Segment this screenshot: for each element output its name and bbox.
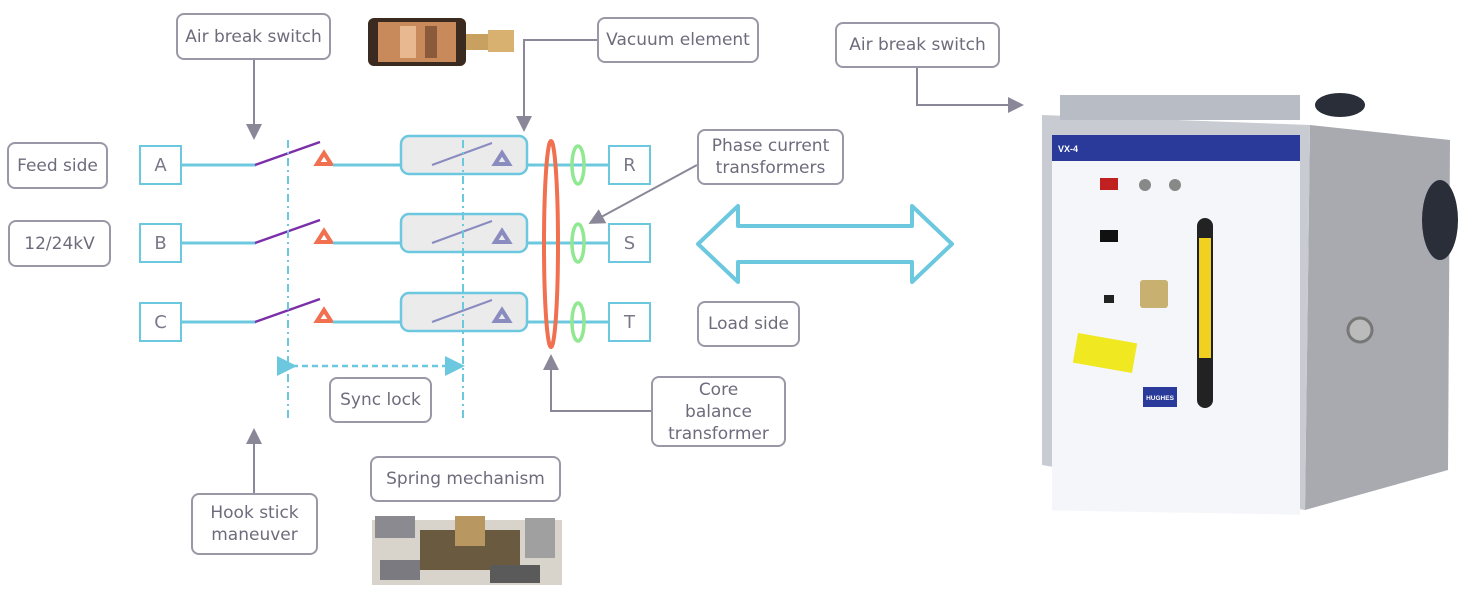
vacuum-contact-triangle: [491, 149, 513, 166]
label-sync-lock: Sync lock: [329, 377, 432, 423]
label-vacuum-element: Vacuum element: [597, 17, 759, 63]
arrow-core-balance: [543, 354, 651, 412]
label-load-side: Load side: [697, 301, 800, 347]
phase-out-box: T: [608, 302, 651, 342]
contact-triangle: [313, 227, 335, 244]
phase-out-box: S: [608, 223, 651, 263]
arrow-air-break-right: [916, 68, 1024, 113]
phase-in-box: B: [139, 223, 182, 263]
contact-triangle: [313, 306, 335, 323]
vacuum-element-photo: [368, 18, 514, 66]
contact-triangle: [313, 149, 335, 166]
label-core-balance-transformer: Core balance transformer: [651, 376, 786, 447]
label-feed-side: Feed side: [7, 142, 108, 189]
vacuum-contact-triangle: [491, 227, 513, 244]
phase-out-box: R: [608, 145, 651, 185]
arrow-phase-ct: [588, 164, 698, 224]
label-phase-current-transformers: Phase current transformers: [697, 129, 844, 185]
spring-mechanism-photo: [372, 516, 562, 585]
label-hook-stick-maneuver: Hook stick maneuver: [191, 493, 318, 555]
arrow-vacuum: [516, 39, 597, 132]
air-break-blade: [254, 297, 321, 324]
phase-current-transformer: [570, 144, 586, 186]
phase-current-transformer: [570, 301, 586, 343]
double-arrow: [696, 204, 954, 284]
autorecloser-photo: [1042, 93, 1458, 515]
label-air-break-switch: Air break switch: [176, 13, 331, 60]
vacuum-blade: [431, 299, 493, 323]
phase-in-box: A: [139, 145, 182, 185]
product-model: VX-4: [1058, 144, 1078, 154]
product-brand: HUGHES: [1146, 395, 1174, 402]
core-balance-ring: [542, 139, 560, 349]
label-voltage: 12/24kV: [8, 220, 111, 267]
vacuum-contact-triangle: [491, 306, 513, 323]
label-air-break-switch-right: Air break switch: [835, 22, 1000, 68]
phase-in-box: C: [139, 302, 182, 342]
phase-current-transformer: [570, 222, 586, 264]
label-spring-mechanism: Spring mechanism: [370, 456, 561, 502]
